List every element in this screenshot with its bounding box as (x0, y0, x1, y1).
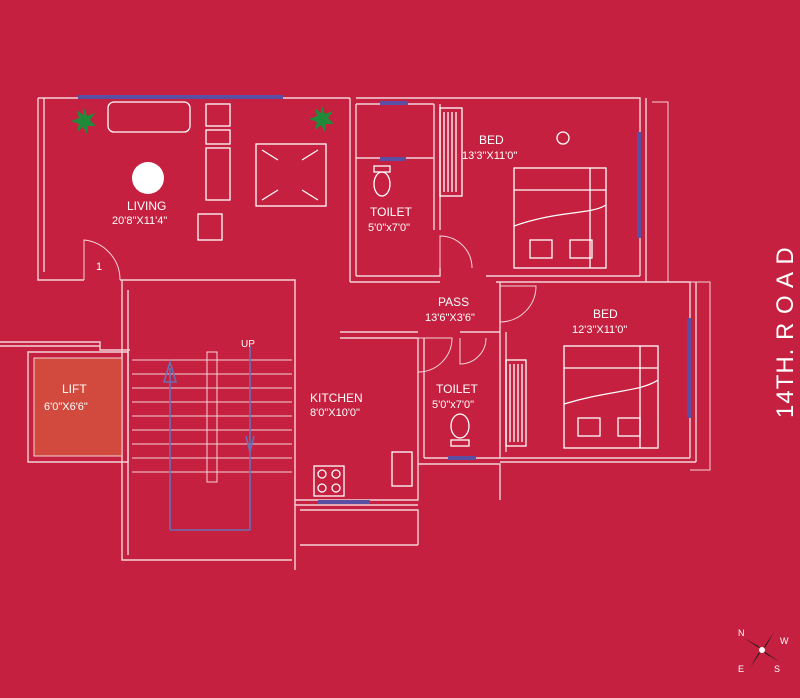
lift: LIFT 6'0"X6'6" (33, 357, 123, 457)
round-table (132, 162, 164, 194)
toilet2-name: TOILET (436, 382, 478, 396)
plant-icon (309, 106, 334, 132)
windows (78, 95, 691, 504)
kitchen-name: KITCHEN (310, 391, 363, 405)
road-label: 14TH. R O A D (772, 246, 799, 418)
staircase: UP (132, 339, 292, 561)
kitchen-dim: 8'0"X10'0" (310, 407, 360, 419)
room-labels: LIVING 20'8"X11'4" BED 13'3"X11'0" TOILE… (112, 133, 627, 419)
compass-n: N (738, 628, 745, 638)
pass-dim: 13'6"X3'6" (425, 312, 475, 324)
stair-up-label: UP (241, 339, 255, 350)
bed1-name: BED (479, 133, 504, 147)
fixtures (313, 165, 470, 497)
pass-name: PASS (438, 295, 469, 309)
bed2-furniture (505, 345, 659, 449)
lift-dim: 6'0"X6'6" (44, 401, 88, 413)
toilet1-dim: 5'0"x7'0" (368, 222, 410, 234)
door-number: 1 (96, 261, 102, 273)
compass-icon: N S E W (738, 628, 789, 674)
compass-s: S (774, 664, 780, 674)
living-furniture: 1 (71, 101, 334, 273)
bed1-furniture (439, 107, 607, 269)
toilet2-dim: 5'0"x7'0" (432, 399, 474, 411)
lift-name: LIFT (62, 382, 87, 396)
bed2-dim: 12'3"X11'0" (572, 324, 627, 336)
bed1-dim: 13'3"X11'0" (462, 150, 517, 162)
living-name: LIVING (127, 199, 166, 213)
compass-e: E (738, 664, 744, 674)
living-dim: 20'8"X11'4" (112, 215, 167, 227)
bed2-name: BED (593, 307, 618, 321)
plant-icon (71, 108, 96, 134)
compass-w: W (780, 636, 789, 646)
toilet1-name: TOILET (370, 205, 412, 219)
